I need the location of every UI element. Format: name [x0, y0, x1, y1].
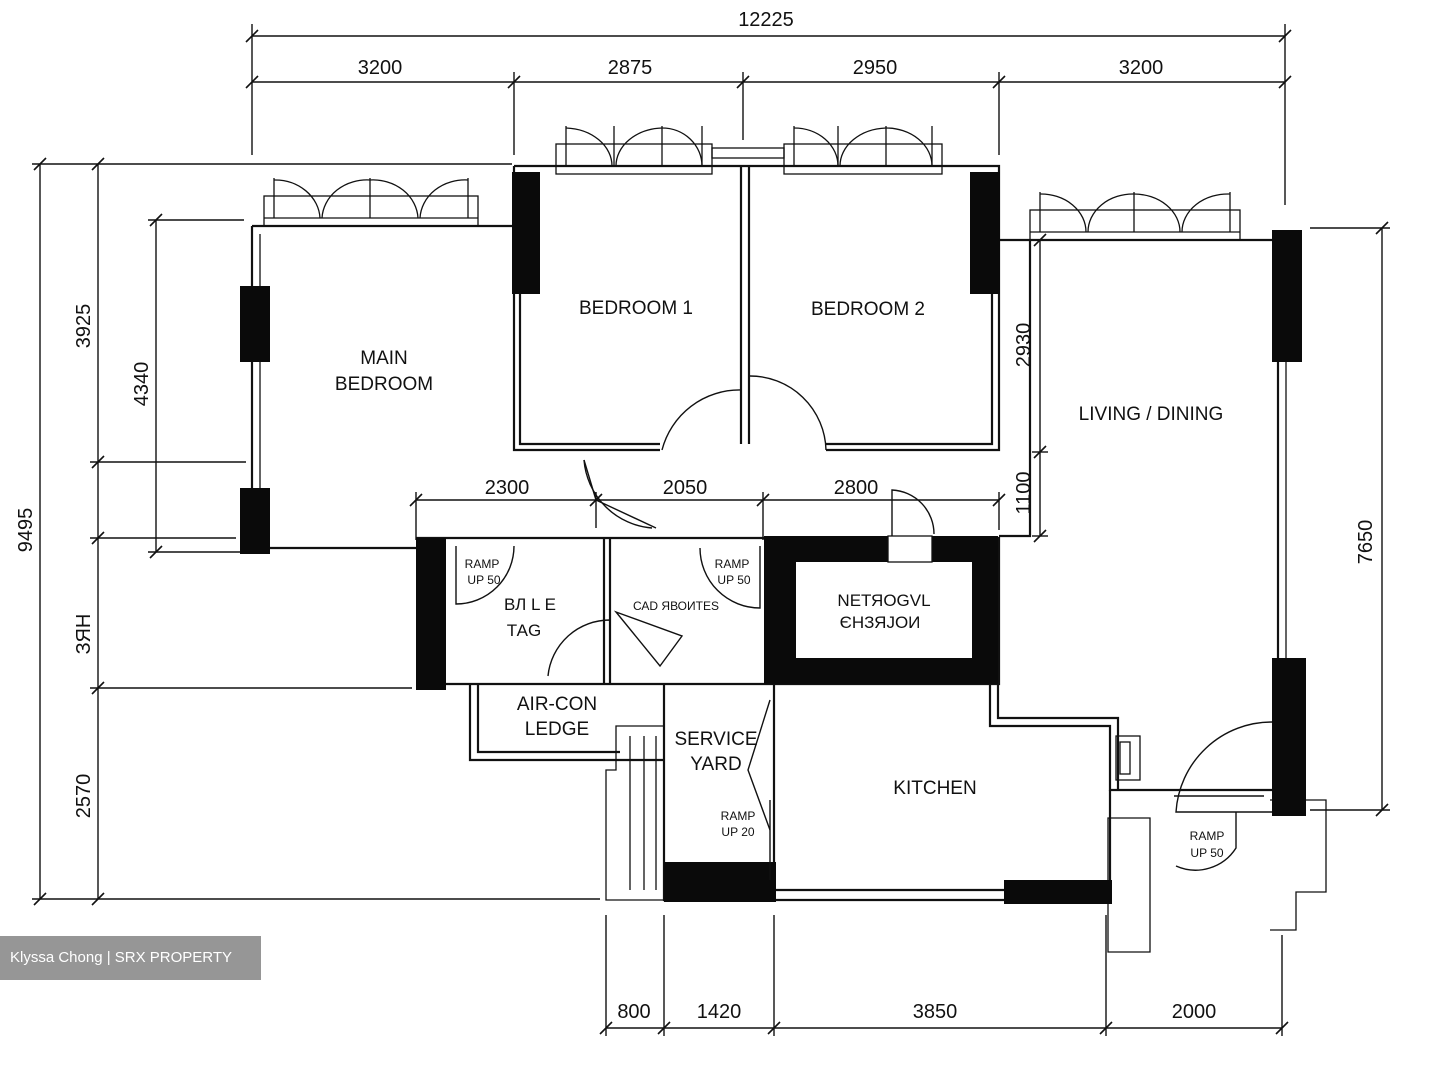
dim-bottom-3: 3850	[913, 1001, 958, 1023]
label-living-dining: LIVING / DINING	[1079, 404, 1224, 425]
label-ramp-entry-1: RAMP	[1190, 829, 1225, 843]
label-bath-2: САD ЯВОИТЕЅ	[633, 599, 719, 613]
windows	[263, 126, 1241, 241]
dim-left-4340: 4340	[131, 362, 153, 407]
dim-mid-3: 2800	[834, 477, 879, 499]
dim-mid-2: 2050	[663, 477, 708, 499]
dim-top-4: 3200	[1119, 57, 1164, 79]
dim-mid-1: 2300	[485, 477, 530, 499]
dim-top-1: 3200	[358, 57, 403, 79]
dim-bottom-2: 1420	[697, 1001, 742, 1023]
dim-right-1100: 1100	[1013, 471, 1035, 514]
label-ramp-bath1-1: RAMP	[465, 557, 500, 571]
label-bedroom-1: BEDROOM 1	[579, 298, 693, 319]
label-bath-1-line1: ВЛ L E	[504, 595, 556, 614]
dim-left-3925: 3925	[73, 304, 95, 349]
label-aircon-1: AIR-CON	[517, 694, 597, 715]
label-kitchen: KITCHEN	[893, 778, 976, 799]
dim-bottom-1: 800	[617, 1001, 650, 1023]
label-household-shelter-1: NЕТЯОGVL	[837, 591, 930, 610]
dim-left-garbled: ЗЯН	[73, 614, 95, 655]
dim-top-2: 2875	[608, 57, 653, 79]
dim-left-total: 9495	[15, 508, 37, 553]
label-ramp-entry-2: UP 50	[1190, 846, 1223, 860]
dim-bottom-4: 2000	[1172, 1001, 1217, 1023]
doors	[455, 375, 1273, 880]
label-ramp-bath2-2: UP 50	[717, 573, 750, 587]
label-main-bedroom-1: MAIN	[360, 348, 408, 369]
shelter-vent	[887, 535, 933, 563]
dim-top-3: 2950	[853, 57, 898, 79]
structural-columns	[240, 172, 1306, 904]
dim-right-7650: 7650	[1355, 520, 1377, 565]
dim-total-width: 12225	[738, 9, 794, 31]
label-ramp-service-2: UP 20	[721, 825, 754, 839]
label-service-yard-2: YARD	[690, 754, 741, 775]
label-ramp-bath2-1: RAMP	[715, 557, 750, 571]
dim-right-2930: 2930	[1013, 323, 1035, 368]
label-household-shelter-2: ЄНЗЯЈОИ	[840, 613, 921, 632]
room-labels: MAIN BEDROOM BEDROOM 1 BEDROOM 2 LIVING …	[335, 298, 1224, 860]
dim-left-2570: 2570	[73, 774, 95, 819]
label-ramp-bath1-2: UP 50	[467, 573, 500, 587]
label-ramp-service-1: RAMP	[721, 809, 756, 823]
watermark-banner: Klyssa Chong | SRX PROPERTY	[0, 936, 261, 980]
label-aircon-2: LEDGE	[525, 719, 589, 740]
label-service-yard-1: SERVICE	[674, 729, 757, 750]
dimension-lines	[32, 24, 1390, 1036]
label-bedroom-2: BEDROOM 2	[811, 299, 925, 320]
label-bath-1-line2: ТАG	[507, 621, 541, 640]
label-main-bedroom-2: BEDROOM	[335, 374, 433, 395]
